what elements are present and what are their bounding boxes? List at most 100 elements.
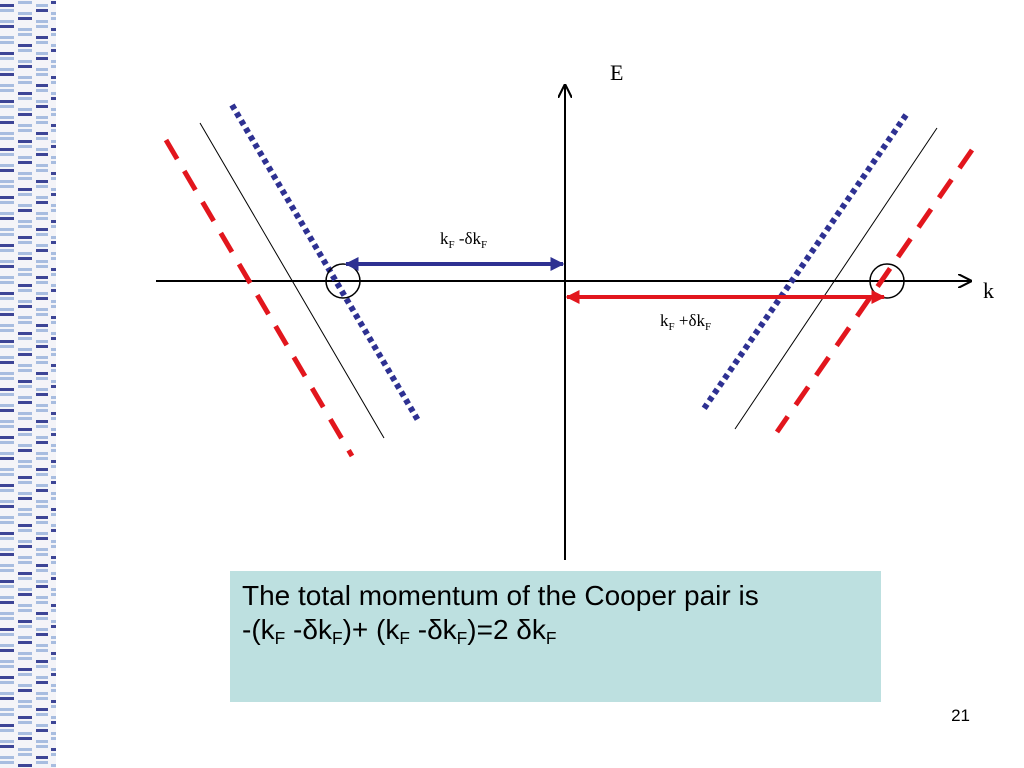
strip-pattern-row	[0, 576, 56, 584]
strip-pattern-row	[0, 192, 56, 200]
strip-pattern-row	[0, 112, 56, 120]
left-thin-line	[199, 122, 385, 439]
strip-pattern-row	[0, 168, 56, 176]
strip-pattern-row	[0, 184, 56, 192]
strip-pattern-row	[0, 352, 56, 360]
page-number: 21	[951, 706, 970, 725]
strip-pattern-row	[0, 16, 56, 24]
strip-pattern-row	[0, 704, 56, 712]
strip-pattern-row	[0, 8, 56, 16]
left-crossing-circle	[325, 263, 361, 299]
strip-pattern-row	[0, 136, 56, 144]
strip-pattern-row	[0, 384, 56, 392]
red-arrow-label: kF +δkF	[660, 311, 711, 333]
strip-pattern-row	[0, 88, 56, 96]
strip-pattern-row	[0, 560, 56, 568]
strip-pattern-row	[0, 288, 56, 296]
strip-pattern-row	[0, 504, 56, 512]
strip-pattern-row	[0, 680, 56, 688]
strip-pattern-row	[0, 280, 56, 288]
strip-pattern-row	[0, 72, 56, 80]
strip-pattern-row	[0, 528, 56, 536]
strip-pattern-row	[0, 424, 56, 432]
strip-pattern-row	[0, 432, 56, 440]
strip-pattern-row	[0, 160, 56, 168]
strip-pattern-row	[0, 400, 56, 408]
strip-pattern-row	[0, 240, 56, 248]
momentum-axis-label: k	[983, 278, 994, 303]
strip-pattern-row	[0, 208, 56, 216]
strip-pattern-row	[0, 368, 56, 376]
right-red-dashed-line	[774, 148, 975, 434]
right-blue-dotted-line	[700, 113, 909, 412]
strip-pattern-row	[0, 0, 56, 8]
strip-pattern-row	[0, 752, 56, 760]
strip-pattern-row	[0, 416, 56, 424]
energy-axis-label: E	[610, 60, 623, 85]
strip-pattern-row	[0, 40, 56, 48]
strip-pattern-row	[0, 744, 56, 752]
strip-pattern-row	[0, 664, 56, 672]
note-line-2: -(kF -δkF)+ (kF -δkF)=2 δkF	[242, 614, 557, 649]
strip-pattern-row	[0, 296, 56, 304]
strip-pattern-row	[0, 728, 56, 736]
strip-pattern-row	[0, 360, 56, 368]
strip-pattern-row	[0, 544, 56, 552]
strip-pattern-row	[0, 760, 56, 768]
strip-pattern-row	[0, 264, 56, 272]
strip-pattern-row	[0, 376, 56, 384]
strip-pattern-row	[0, 648, 56, 656]
strip-pattern-row	[0, 696, 56, 704]
strip-pattern-row	[0, 672, 56, 680]
strip-pattern-row	[0, 608, 56, 616]
strip-pattern-row	[0, 328, 56, 336]
strip-pattern-row	[0, 120, 56, 128]
strip-pattern-row	[0, 200, 56, 208]
strip-pattern-row	[0, 152, 56, 160]
strip-pattern-row	[0, 616, 56, 624]
strip-pattern-row	[0, 80, 56, 88]
strip-pattern-row	[0, 96, 56, 104]
strip-pattern-row	[0, 320, 56, 328]
strip-pattern-row	[0, 144, 56, 152]
right-crossing-circle	[869, 263, 905, 299]
strip-pattern-row	[0, 464, 56, 472]
strip-pattern-row	[0, 24, 56, 32]
strip-pattern-row	[0, 536, 56, 544]
strip-pattern-row	[0, 64, 56, 72]
cooper-pair-note: The total momentum of the Cooper pair is…	[230, 571, 881, 702]
strip-pattern-row	[0, 592, 56, 600]
strip-pattern-row	[0, 56, 56, 64]
strip-pattern-row	[0, 552, 56, 560]
strip-pattern-row	[0, 216, 56, 224]
strip-pattern-row	[0, 176, 56, 184]
strip-pattern-row	[0, 304, 56, 312]
strip-pattern-row	[0, 640, 56, 648]
strip-pattern-row	[0, 128, 56, 136]
strip-pattern-row	[0, 624, 56, 632]
strip-pattern-row	[0, 256, 56, 264]
strip-pattern-row	[0, 32, 56, 40]
strip-pattern-row	[0, 600, 56, 608]
strip-pattern-row	[0, 232, 56, 240]
strip-pattern-row	[0, 312, 56, 320]
strip-pattern-row	[0, 48, 56, 56]
strip-pattern-row	[0, 520, 56, 528]
strip-pattern-row	[0, 496, 56, 504]
strip-pattern-row	[0, 248, 56, 256]
strip-pattern-row	[0, 568, 56, 576]
strip-pattern-row	[0, 720, 56, 728]
strip-pattern-row	[0, 344, 56, 352]
strip-pattern-row	[0, 712, 56, 720]
strip-pattern-row	[0, 688, 56, 696]
strip-pattern-row	[0, 224, 56, 232]
strip-pattern-row	[0, 104, 56, 112]
left-red-dashed-line	[163, 138, 355, 458]
left-decorative-strip	[0, 0, 56, 768]
left-blue-dotted-line	[229, 103, 422, 424]
note-line-1: The total momentum of the Cooper pair is	[242, 580, 759, 611]
strip-pattern-row	[0, 480, 56, 488]
strip-pattern-row	[0, 408, 56, 416]
strip-pattern-row	[0, 512, 56, 520]
